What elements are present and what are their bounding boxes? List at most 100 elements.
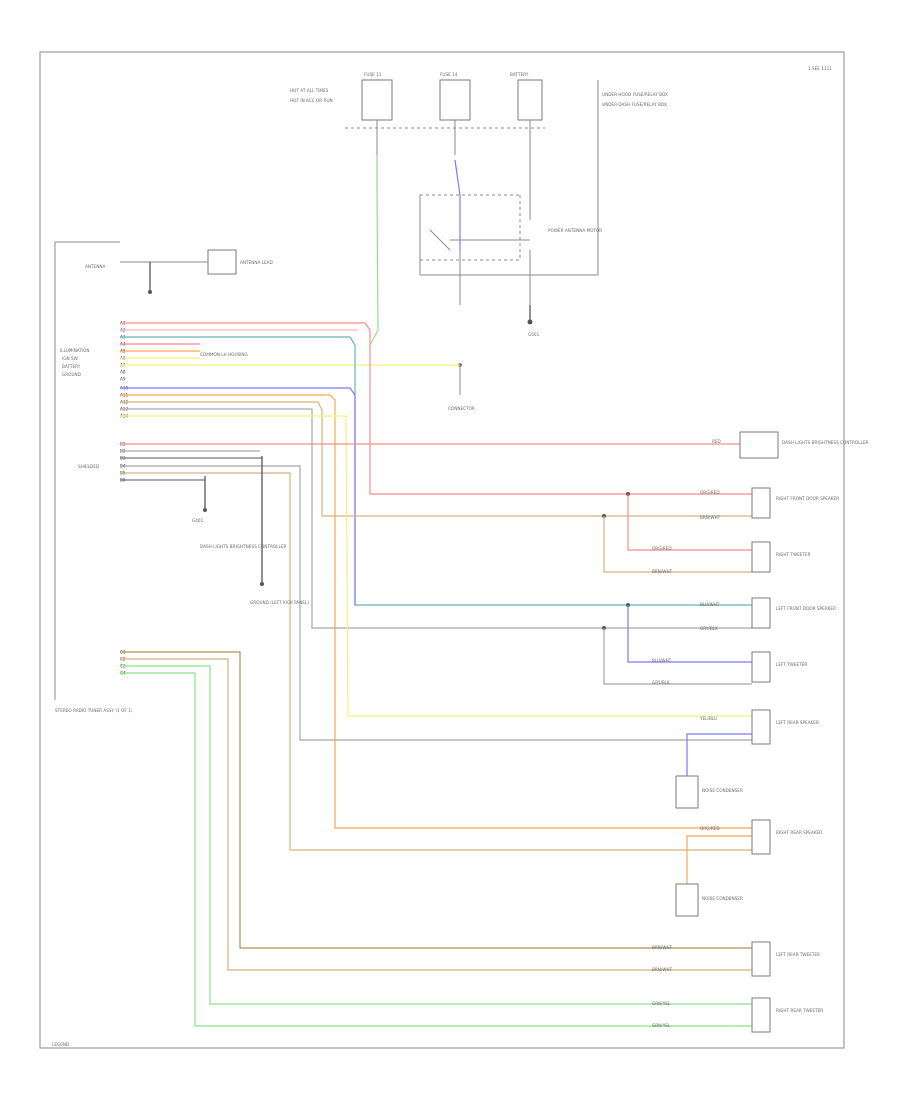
wire-red-1 — [120, 322, 752, 495]
dash-lights-label: DASH LIGHTS BRIGHTNESS CONTROLLER — [782, 440, 868, 445]
rr-tweeter-box — [751, 997, 771, 1033]
wire-label-brn-4: BRN/WHT — [652, 967, 673, 972]
wire-tan-3 — [120, 651, 752, 949]
pin-label-a9: A9 — [120, 377, 126, 382]
ign-switch-label: IGN SW — [62, 356, 78, 361]
ground-g501-point — [527, 319, 533, 325]
fuse-box2-label: UNDER-HOOD FUSE/RELAY BOX — [602, 92, 668, 97]
wire-label-org-2: ORG/RED — [652, 546, 672, 551]
lr-tweeter-label: LEFT REAR TWEETER — [776, 952, 820, 957]
rf-tweeter-label: RIGHT TWEETER — [776, 552, 811, 557]
wire-gray-lf-tw — [603, 628, 752, 685]
wire-label-org-1: ORG/RED — [700, 490, 720, 495]
lf-speaker-box — [751, 597, 771, 629]
wire-orange-filter2 — [686, 835, 752, 884]
ground-pin-label: GROUND — [62, 372, 81, 377]
fuse-box-group: FUSE 11 FUSE 14 HOT AT ALL TIMES HOT IN … — [290, 72, 668, 276]
fuse-b-box — [439, 79, 471, 121]
lr-speaker-label: LEFT REAR SPEAKER — [776, 720, 819, 725]
wire-tan-2 — [120, 472, 752, 851]
dimmer-label: CONNECTOR — [448, 406, 475, 411]
ground-g401-label: G401 — [192, 518, 204, 523]
fuse-b-label: FUSE 14 — [440, 72, 458, 77]
wire-group — [120, 155, 752, 1027]
radio-ground-b-point — [260, 582, 264, 586]
fuse-c-box — [517, 79, 543, 121]
shielded-label: SHIELDED — [78, 464, 99, 469]
battery-pin-label: BATTERY — [62, 364, 81, 369]
filter2-label: NOISE CONDENSER — [702, 896, 743, 901]
wire-blue-1 — [120, 387, 356, 605]
page-code: 1 SEE 1111 — [808, 66, 832, 71]
right-components: DASH LIGHTS BRIGHTNESS CONTROLLER RIGHT … — [675, 431, 868, 1033]
relay-coil — [429, 229, 451, 251]
wire-orange-3 — [120, 658, 752, 971]
antenna-label: ANTENNA — [85, 264, 105, 269]
rr-tweeter-label: RIGHT REAR TWEETER — [776, 1008, 823, 1013]
wire-label-brn-2: BRN/WHT — [652, 569, 673, 574]
filter2-box — [675, 883, 699, 917]
wire-label-brn-3: BRN/WHT — [652, 945, 673, 950]
rr-speaker-label: RIGHT REAR SPEAKER — [776, 830, 822, 835]
rf-speaker-box — [751, 487, 771, 519]
rf-tweeter-box — [751, 541, 771, 573]
wire-green-feed — [369, 155, 379, 346]
ground-lbl2-label: GROUND (LEFT KICK PANEL) — [250, 600, 309, 605]
wire-gray-4 — [120, 465, 752, 741]
lr-speaker-box — [751, 709, 771, 745]
fuse-hot-label: HOT AT ALL TIMES — [290, 88, 329, 93]
ground-g501-label: G501 — [528, 332, 540, 337]
filter1-box — [675, 775, 699, 809]
pin-label-a8: A8 — [120, 370, 126, 375]
wire-teal-1 — [120, 336, 752, 606]
lr-tweeter-box — [751, 941, 771, 977]
wire-blue-filter1 — [686, 733, 752, 776]
pin-labels: A1A2A3A4A5A6A7A8A9A10A11A12A13A14B1B2B3B… — [120, 321, 129, 676]
illumination-label: ILLUMINATION — [60, 348, 90, 353]
antenna-motor-label: POWER ANTENNA MOTOR — [548, 228, 602, 233]
fuse-a-box — [361, 79, 393, 121]
wire-label-gry-1: GRY/BLK — [700, 626, 718, 631]
radio-unit-label: STEREO RADIO TUNER ASSY (1 OF 1) — [55, 708, 133, 713]
battery-label: BATTERY — [510, 72, 529, 77]
wire-green-1 — [120, 665, 752, 1005]
fuse-run-label: HOT IN ACC OR RUN — [290, 98, 333, 103]
int-light-label: DASH LIGHTS BRIGHTNESS CONTROLLER — [200, 544, 286, 549]
wire-tan-1 — [120, 401, 752, 517]
wire-label-brn-1: BRN/WHT — [700, 515, 721, 520]
wire-gray-1 — [120, 408, 752, 629]
antenna-lead-box — [207, 249, 237, 275]
wire-red-rf-tw — [627, 494, 752, 551]
wire-label-grn-2: GRN/YEL — [652, 1023, 671, 1028]
lf-speaker-label: LEFT FRONT DOOR SPEAKER — [776, 606, 836, 611]
wire-label-blu-2: BLU/WHT — [652, 658, 672, 663]
wire-blue-feed — [454, 159, 461, 250]
antenna-lead-label: ANTENNA LEAD — [240, 260, 273, 265]
antenna-ground — [148, 290, 152, 294]
wire-orange-2 — [120, 394, 752, 829]
wire-blue-lf-tw — [627, 605, 752, 663]
dash-lights-box — [739, 431, 779, 459]
wire-yellow-2 — [120, 415, 752, 717]
harness-note: COMMON LH HOUSING — [200, 352, 248, 357]
fuse-box1-label: UNDER-DASH FUSE/RELAY BOX — [602, 102, 667, 107]
footer-code: LEGEND — [52, 1042, 69, 1047]
wire-label-gry-2: GRY/BLK — [652, 680, 670, 685]
filter1-label: NOISE CONDENSER — [702, 788, 743, 793]
lf-tweeter-box — [751, 651, 771, 683]
wire-label-ylw: YEL/BLU — [699, 716, 717, 721]
lf-tweeter-label: LEFT TWEETER — [776, 662, 807, 667]
rr-speaker-box — [751, 819, 771, 855]
wire-tan-rf-tw — [603, 516, 752, 573]
wire-label-org-3: ORG/RED — [700, 826, 720, 831]
relay-group: POWER ANTENNA MOTOR — [420, 194, 602, 305]
radio-ground-a-point — [203, 508, 207, 512]
diagram-frame — [39, 51, 845, 1049]
rf-speaker-label: RIGHT FRONT DOOR SPEAKER — [776, 496, 839, 501]
wire-label-grn-1: GRN/YEL — [652, 1001, 671, 1006]
wire-label-blu-1: BLU/WHT — [700, 602, 720, 607]
wire-label-red: RED — [712, 439, 721, 444]
wire-green-2 — [120, 672, 752, 1027]
fuse-a-label: FUSE 11 — [364, 72, 382, 77]
